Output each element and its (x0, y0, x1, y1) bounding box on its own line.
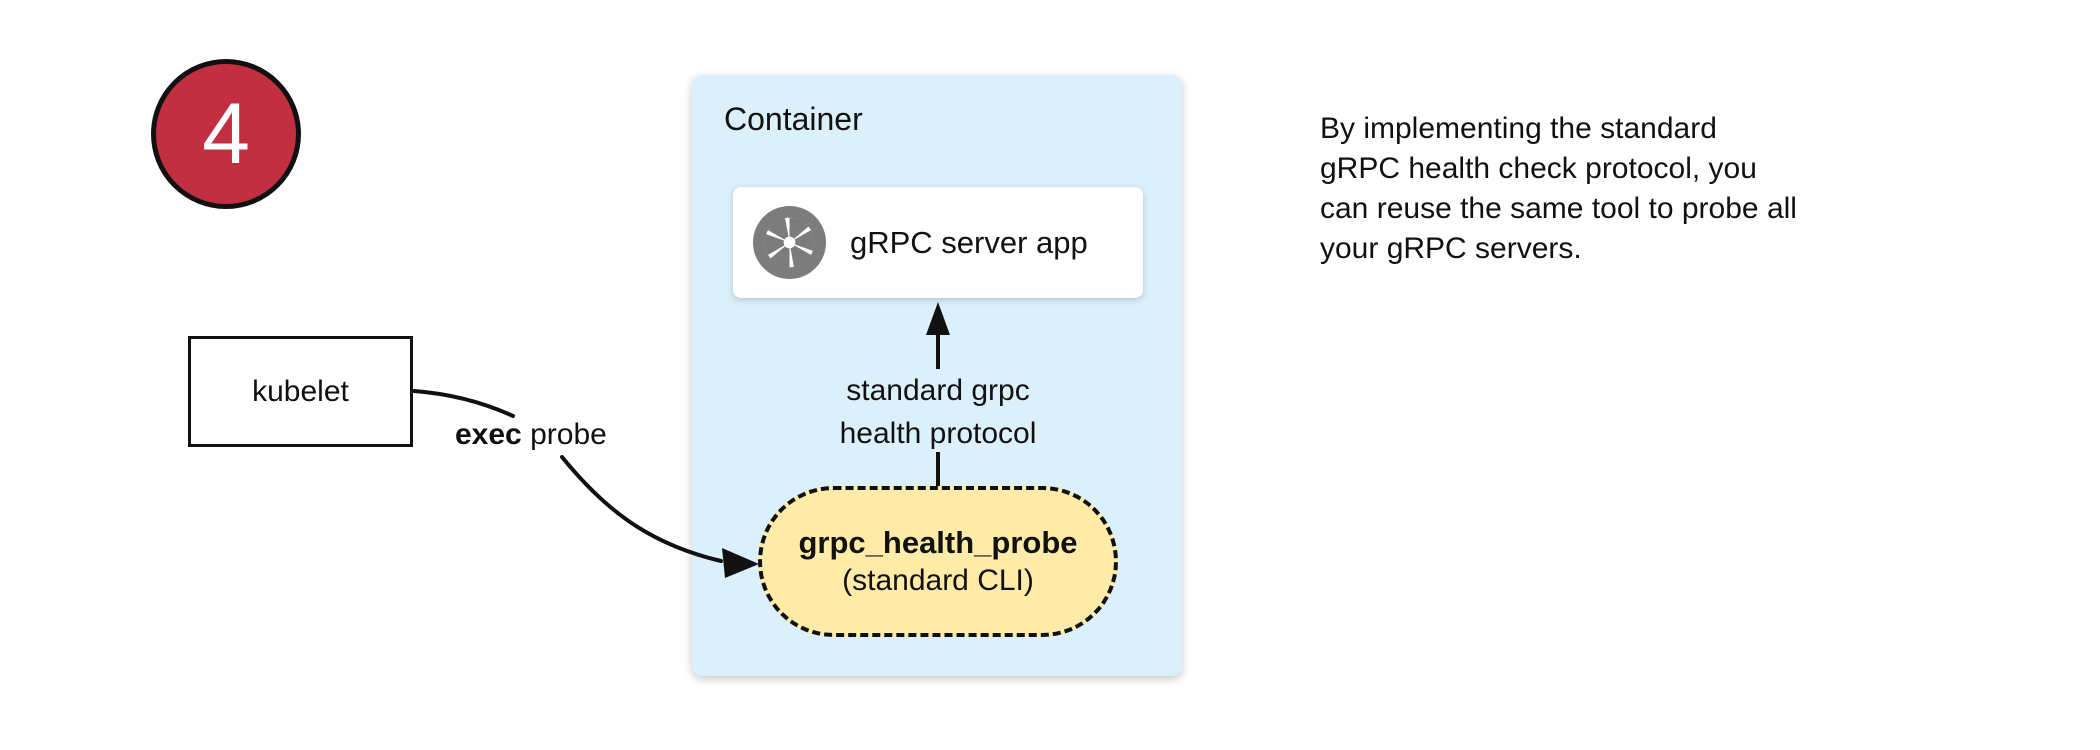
grpc-server-app-label: gRPC server app (850, 224, 1088, 260)
grpc-server-app-box: gRPC server app (733, 187, 1143, 298)
kubelet-label: kubelet (252, 374, 349, 408)
exec-probe-arrow (412, 389, 723, 563)
kubelet-box: kubelet (188, 336, 413, 447)
grpc-health-probe-subtitle: (standard CLI) (842, 564, 1034, 597)
step-number: 4 (202, 85, 250, 182)
grpc-health-probe-pill: grpc_health_probe (standard CLI) (758, 486, 1118, 637)
aperture-icon (753, 206, 826, 279)
grpc-health-probe-title: grpc_health_probe (798, 525, 1078, 560)
container-title: Container (724, 101, 863, 137)
exec-probe-label-rest: probe (521, 418, 607, 451)
exec-probe-label-bold: exec (455, 418, 522, 451)
exec-probe-label: exec probe (455, 418, 607, 452)
step-badge: 4 (151, 59, 301, 209)
